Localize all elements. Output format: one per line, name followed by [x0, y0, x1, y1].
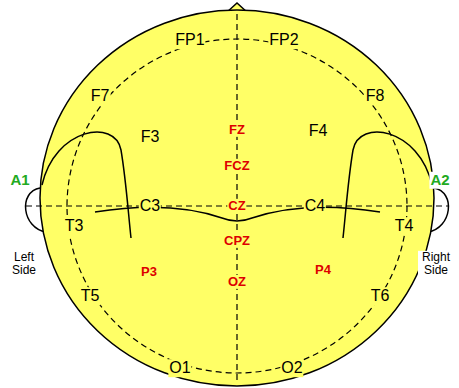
electrode-label: CZ — [227, 199, 246, 213]
electrode-label: T4 — [394, 217, 415, 235]
head-outline — [40, 10, 434, 386]
electrode-label: C3 — [139, 197, 161, 215]
electrode-label: A1 — [9, 172, 30, 189]
electrode-label: C4 — [304, 197, 326, 215]
electrode-label: T6 — [370, 287, 391, 305]
electrode-label: O1 — [168, 359, 191, 377]
left-band — [42, 132, 131, 238]
electrode-label: FP2 — [268, 31, 299, 49]
electrode-label: P3 — [140, 265, 158, 279]
electrode-label: T5 — [80, 287, 101, 305]
electrode-label: F7 — [90, 87, 111, 105]
electrode-label: OZ — [227, 275, 247, 289]
electrode-label: O2 — [280, 359, 303, 377]
electrode-label: FCZ — [223, 159, 250, 173]
electrode-label: F3 — [140, 128, 161, 146]
electrode-label: FZ — [228, 123, 246, 137]
electrode-label: P4 — [314, 263, 332, 277]
electrode-label: F4 — [308, 122, 329, 140]
right-band — [343, 132, 432, 238]
electrode-label: A2 — [429, 172, 450, 189]
electrode-label: FP1 — [174, 31, 205, 49]
electrode-label: CPZ — [223, 234, 251, 248]
electrode-label: F8 — [365, 87, 386, 105]
electrode-label: Left Side — [6, 251, 42, 277]
electrode-label: T3 — [64, 217, 85, 235]
electrode-label: Right Side — [418, 251, 454, 277]
